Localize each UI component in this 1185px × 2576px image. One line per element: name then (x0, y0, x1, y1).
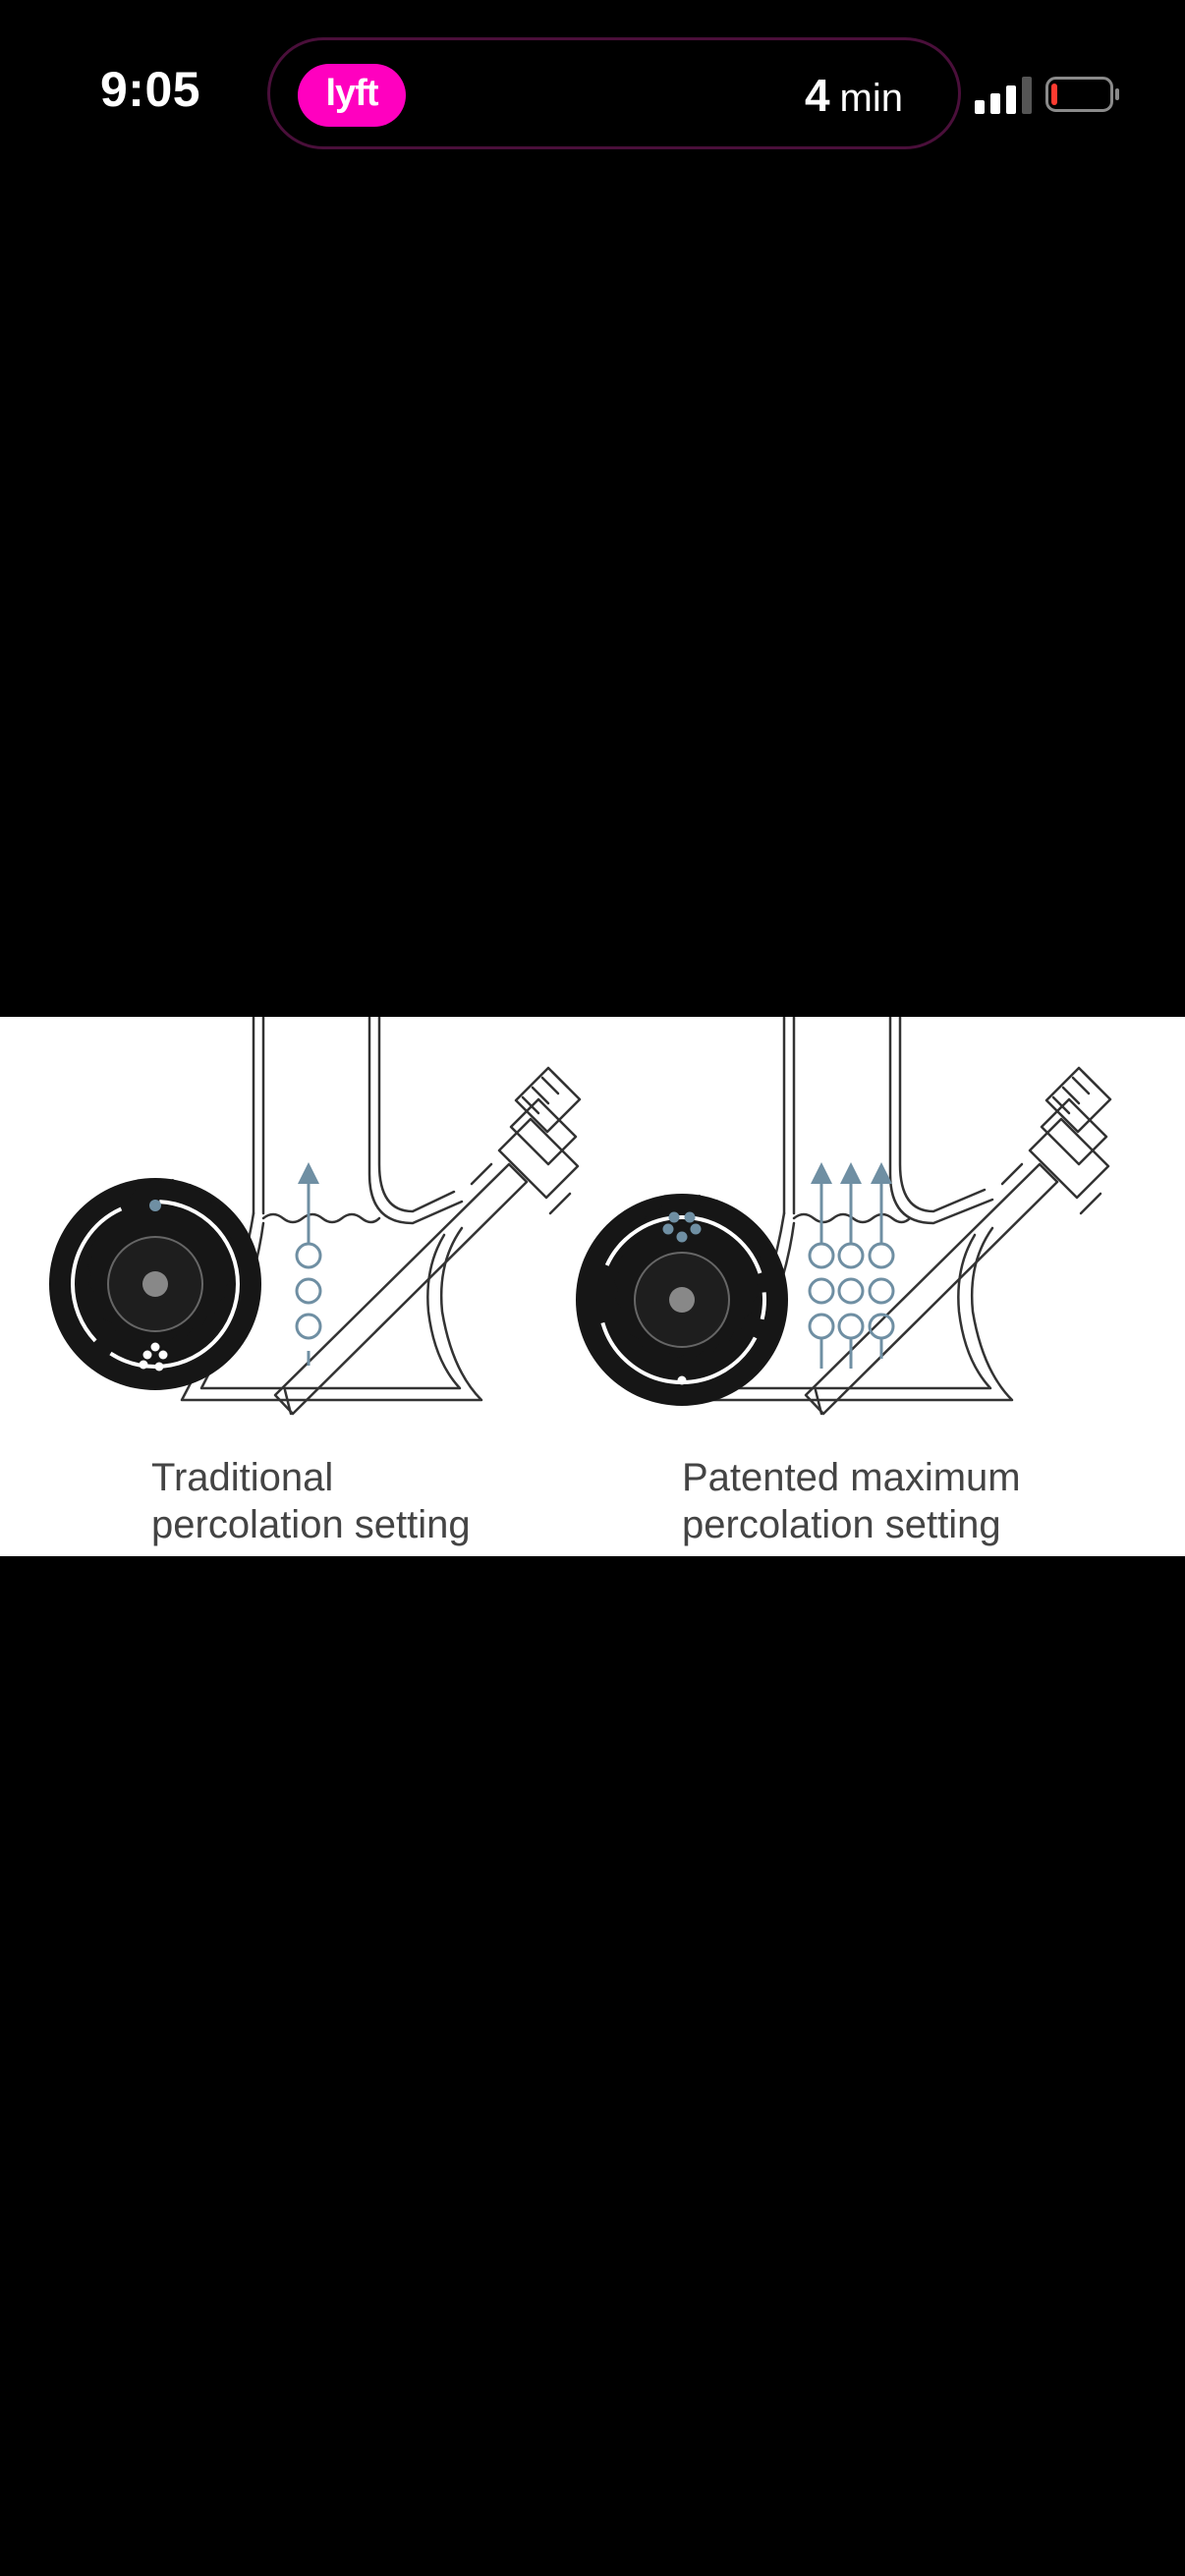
battery-low-icon (1045, 77, 1119, 112)
right-caption: Patented maximum percolation setting (682, 1456, 1021, 1546)
cellular-signal-icon (975, 77, 1032, 114)
percolator-diagram (49, 1017, 1112, 1416)
right-bong-outline (686, 1017, 1112, 1416)
eta-number: 4 (804, 70, 830, 121)
right-dial-icon (576, 1194, 788, 1406)
eta-unit: min (839, 77, 903, 120)
left-bong-outline (180, 1017, 582, 1416)
right-up-arrows-icon (811, 1162, 892, 1184)
percolation-illustration: Traditional percolation setting Patented… (0, 1017, 1185, 1556)
left-up-arrow-icon (298, 1162, 319, 1184)
right-bubbles (808, 1174, 895, 1369)
lyft-logo-badge: lyft (298, 64, 406, 127)
left-dial-icon (49, 1178, 261, 1390)
status-time: 9:05 (100, 62, 201, 117)
left-bubbles (295, 1174, 322, 1366)
left-caption: Traditional percolation setting (151, 1456, 471, 1546)
